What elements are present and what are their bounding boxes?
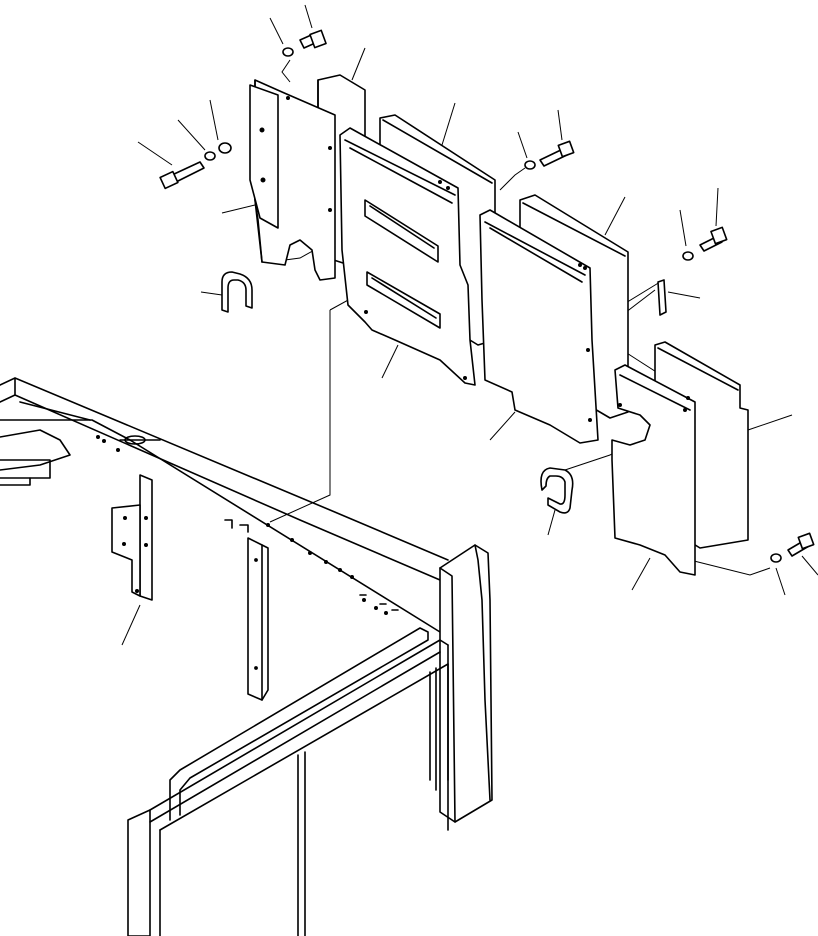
bolt-right-lower — [770, 532, 815, 563]
main-frame-rail — [0, 377, 449, 633]
center-cover-panel — [339, 127, 476, 386]
u-clip-right — [540, 467, 574, 514]
callout-leader-lines — [121, 4, 818, 646]
rail-holes — [96, 435, 388, 615]
lower-cab-panel — [127, 544, 493, 936]
side-cover-left — [249, 79, 336, 281]
u-clip-pin — [657, 279, 667, 316]
bolt-left — [159, 142, 232, 190]
center-mount-bracket — [247, 537, 269, 701]
far-right-cover-panel — [611, 364, 696, 576]
bolt-center — [524, 140, 575, 170]
u-clip-left — [221, 271, 253, 313]
right-cover-panel — [479, 209, 599, 444]
bolt-right-upper — [682, 226, 728, 261]
bolt-top-center — [282, 29, 327, 57]
left-mount-bracket — [111, 474, 153, 601]
